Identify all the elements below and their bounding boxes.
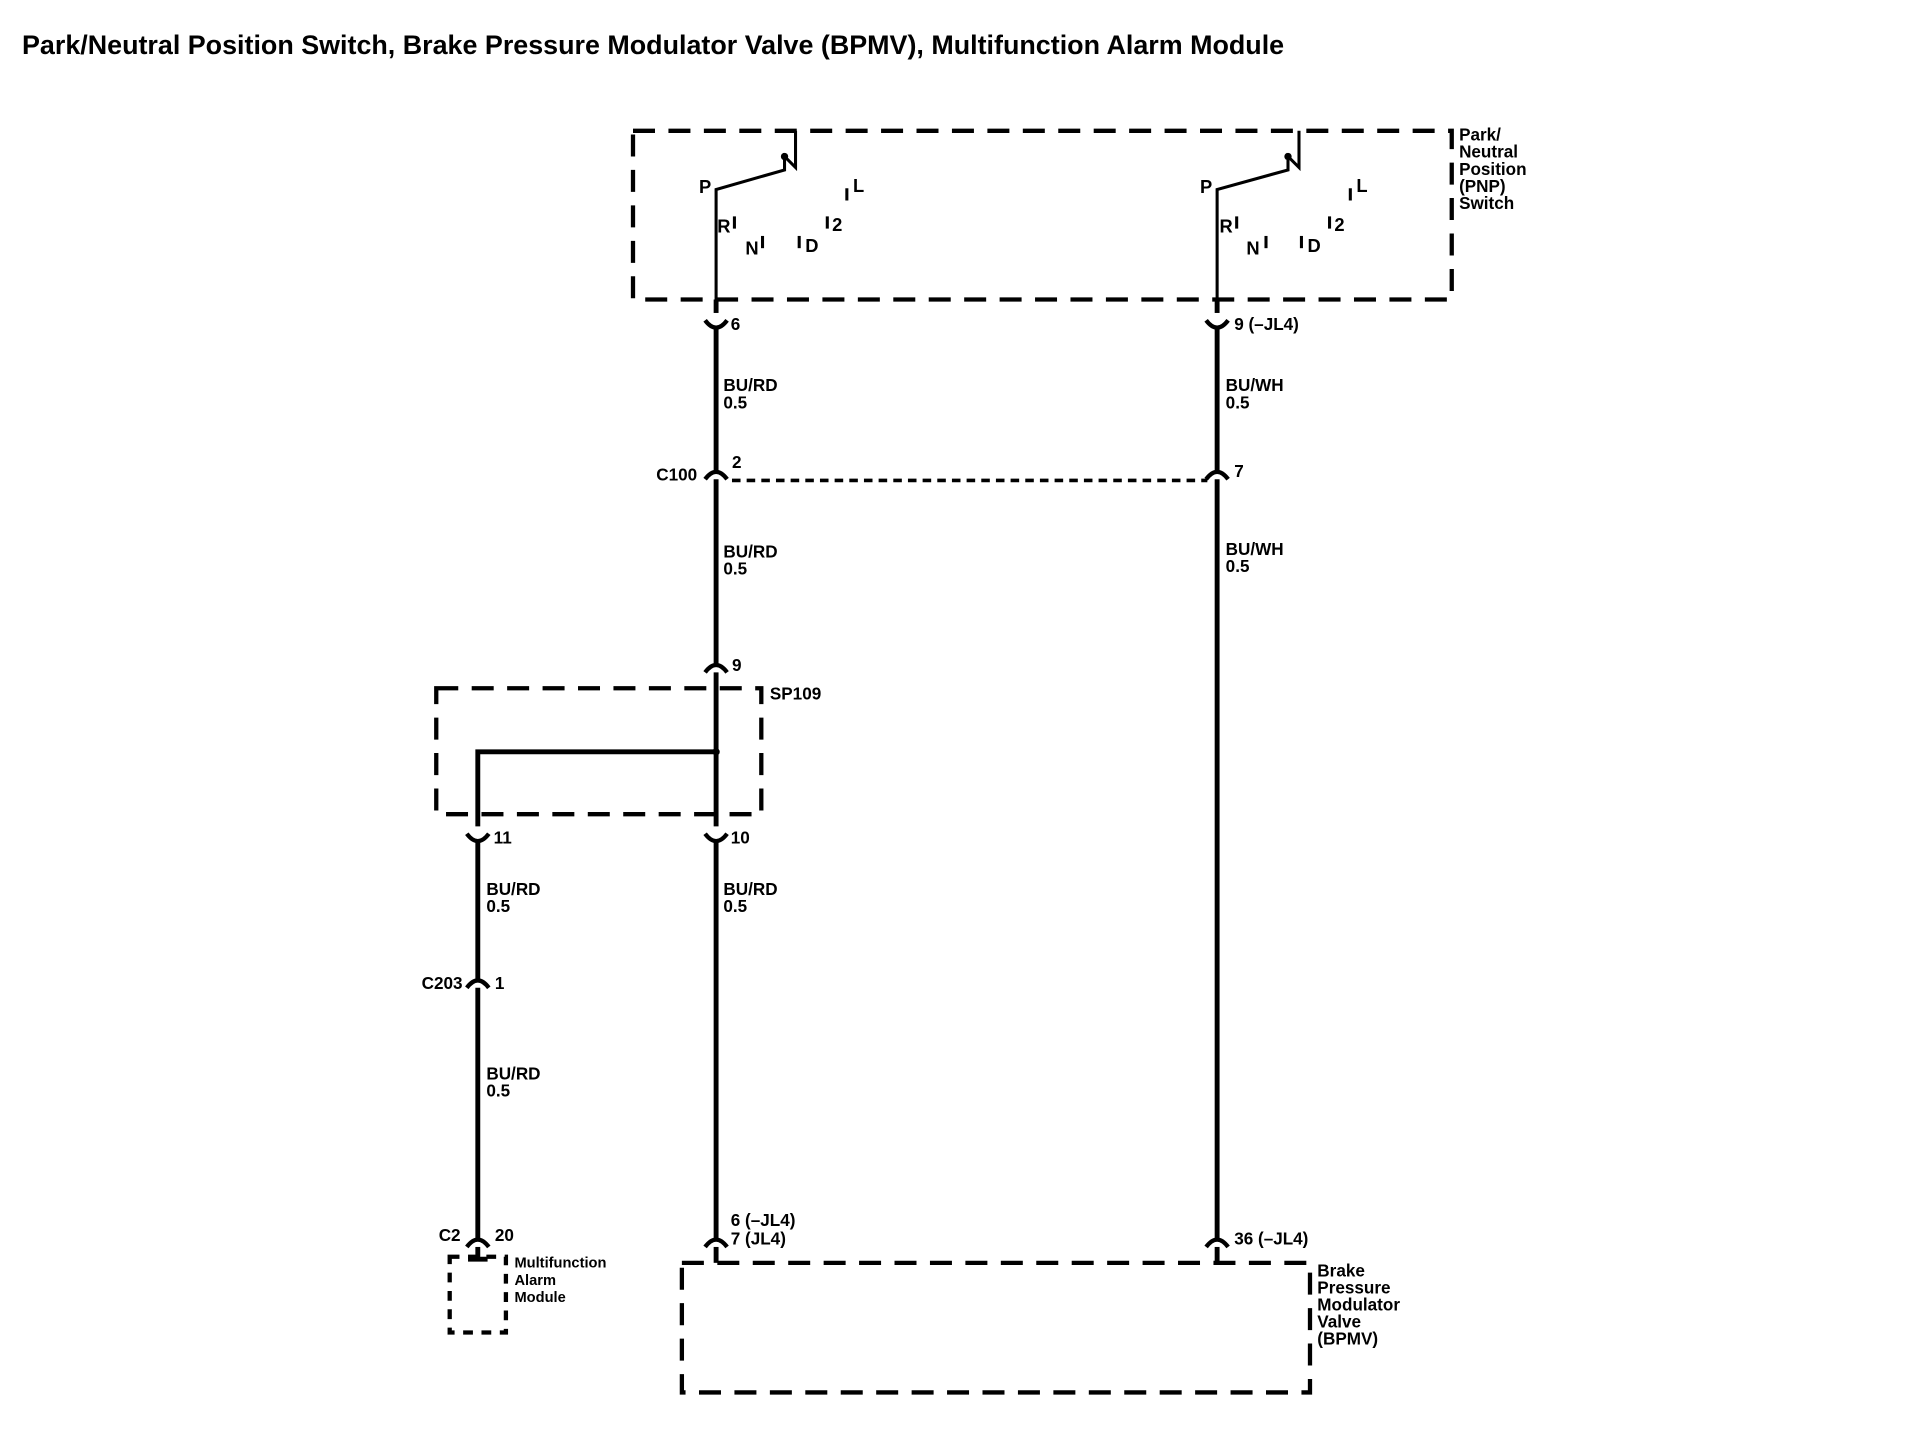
wire-color: BU/RD	[486, 880, 540, 899]
connector-c100-7	[1204, 469, 1230, 481]
switch-pos-p: P	[699, 176, 711, 197]
switch-pos-d: D	[805, 235, 818, 256]
bpmv-box	[679, 1260, 1313, 1395]
pin-sp109-10: 10	[731, 829, 750, 848]
pin-c2-20: 20	[495, 1226, 514, 1245]
wire-color: BU/RD	[723, 542, 777, 561]
wire-color: BU/RD	[723, 376, 777, 395]
pin-c203-1: 1	[495, 974, 505, 993]
pin-bpmv-left-2: 7 (JL4)	[731, 1230, 786, 1249]
switch-pos-2: 2	[832, 214, 842, 235]
pin-pnp-9: 9 (–JL4)	[1234, 315, 1299, 334]
pin-bpmv-left-1: 6 (–JL4)	[731, 1211, 796, 1230]
connector-c203-1	[465, 978, 491, 990]
diagram-title: Park/Neutral Position Switch, Brake Pres…	[22, 30, 1284, 60]
switch-pos-l: L	[1356, 175, 1367, 196]
sp109-label: SP109	[770, 684, 821, 703]
wire-left-trunk	[703, 299, 729, 1263]
connector-bpmv-right	[1204, 1237, 1230, 1249]
wire-size: 0.5	[723, 897, 747, 916]
switch-pos-2: 2	[1334, 214, 1344, 235]
switch-pos-d: D	[1308, 235, 1321, 256]
switch-pos-p: P	[1200, 176, 1212, 197]
pin-bpmv-right: 36 (–JL4)	[1234, 1230, 1308, 1249]
wire-color: BU/RD	[486, 1064, 540, 1083]
connector-pnp-9	[1204, 318, 1230, 330]
pnp-switch-right: P R N D 2 L	[1200, 130, 1368, 300]
pin-pnp-6: 6	[731, 315, 741, 334]
switch-pos-n: N	[1246, 237, 1259, 258]
switch-pos-r: R	[717, 215, 730, 236]
connector-sp109-10	[703, 832, 729, 844]
splice-branch	[475, 749, 717, 827]
pnp-switch-left: P R N D 2 L	[699, 130, 864, 300]
connector-bpmv-left	[703, 1237, 729, 1249]
wire-size: 0.5	[723, 393, 747, 412]
splice-node	[712, 748, 720, 756]
alarm-module-box	[447, 1254, 509, 1335]
connector-sp109-11	[465, 832, 491, 844]
switch-pos-r: R	[1220, 215, 1233, 236]
wire-color: BU/WH	[1226, 376, 1284, 395]
wire-size: 0.5	[486, 1082, 510, 1101]
connector-sp109-9	[703, 662, 729, 674]
connector-c100-2	[703, 469, 729, 481]
c2-label: C2	[439, 1226, 461, 1245]
pin-c100-2: 2	[732, 453, 742, 472]
c100-label: C100	[656, 465, 697, 484]
wire-color: BU/WH	[1226, 540, 1284, 559]
switch-pos-n: N	[745, 237, 758, 258]
pin-sp109-9: 9	[732, 656, 742, 675]
pnp-switch-box	[630, 128, 1454, 302]
switch-pos-l: L	[853, 175, 864, 196]
wire-size: 0.5	[1226, 557, 1250, 576]
wire-left-branch	[465, 832, 491, 1262]
c203-label: C203	[422, 974, 463, 993]
wire-size: 0.5	[723, 560, 747, 579]
wire-size: 0.5	[486, 897, 510, 916]
sp109-splice-box	[434, 686, 764, 817]
wire-size: 0.5	[1226, 393, 1250, 412]
connector-c2-20	[465, 1237, 491, 1249]
wire-right-trunk	[1204, 299, 1230, 1263]
wire-color: BU/RD	[723, 880, 777, 899]
pin-c100-7: 7	[1234, 462, 1244, 481]
pin-sp109-11: 11	[494, 829, 513, 848]
connector-pnp-6	[703, 318, 729, 330]
